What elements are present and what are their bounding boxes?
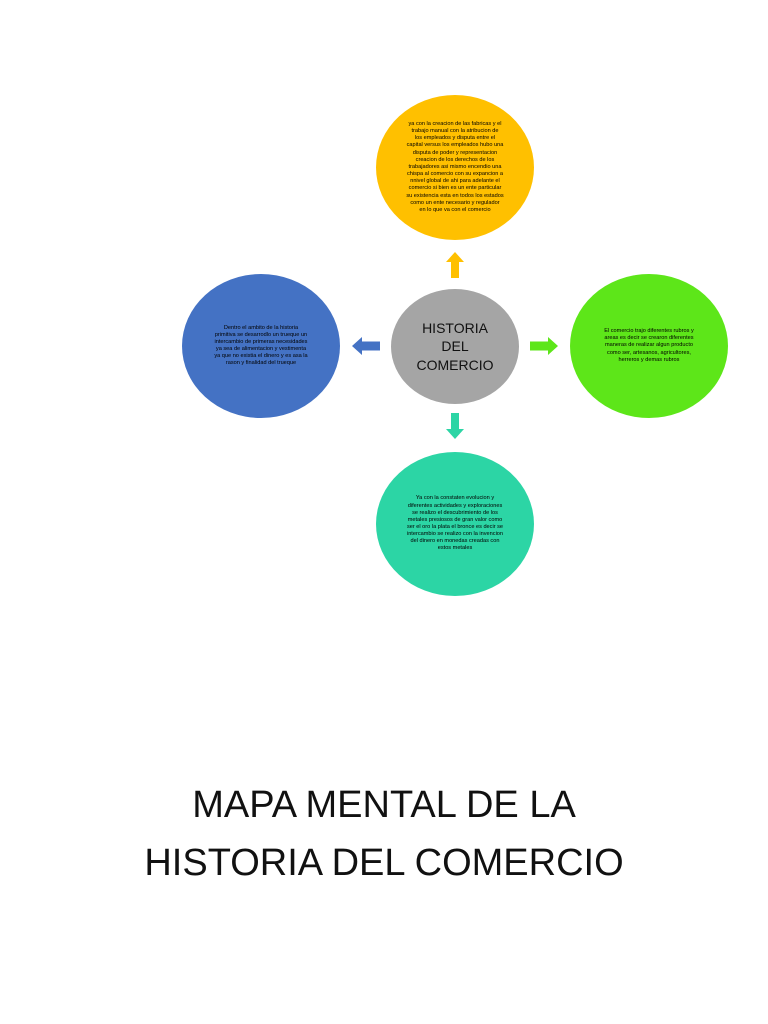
arrow-right-icon xyxy=(530,337,558,355)
node-left-text: Dentro el ambito de la historia primitiv… xyxy=(214,324,308,367)
arrow-left-shape xyxy=(352,337,380,355)
page-title: MAPA MENTAL DE LA HISTORIA DEL COMERCIO xyxy=(144,784,624,884)
arrow-up-icon xyxy=(446,252,464,278)
node-bottom: Ya con la constaten evolucion y diferent… xyxy=(376,452,534,596)
node-top: ya con la creacion de las fabricas y el … xyxy=(376,95,534,240)
node-top-text: ya con la creacion de las fabricas y el … xyxy=(406,120,504,213)
node-right-text: El comercio trajo diferentes rubros y ar… xyxy=(604,328,694,363)
node-right: El comercio trajo diferentes rubros y ar… xyxy=(570,274,728,418)
arrow-down-icon xyxy=(446,413,464,439)
arrow-up-shape xyxy=(446,252,464,278)
center-node: HISTORIA DEL COMERCIO xyxy=(391,289,519,404)
arrow-down-shape xyxy=(446,413,464,439)
node-bottom-text: Ya con la constaten evolucion y diferent… xyxy=(406,495,504,552)
node-left: Dentro el ambito de la historia primitiv… xyxy=(182,274,340,418)
arrow-left-icon xyxy=(352,337,380,355)
center-label: HISTORIA DEL COMERCIO xyxy=(416,319,494,373)
arrow-right-shape xyxy=(530,337,558,355)
